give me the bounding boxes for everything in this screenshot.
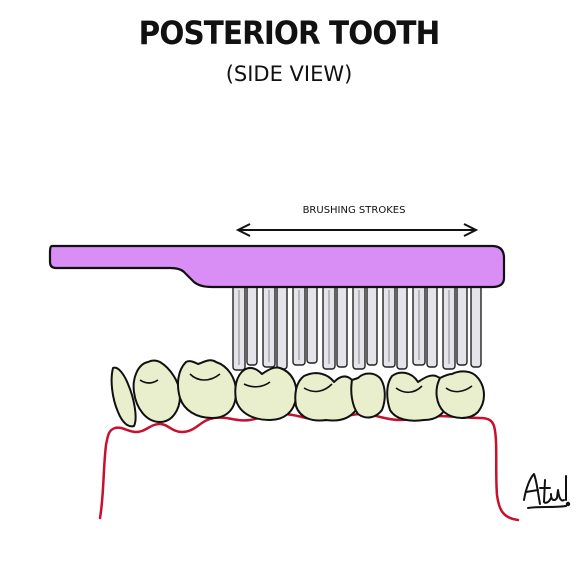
gum-line: [98, 412, 520, 522]
molar-1: [234, 366, 298, 421]
diagram-subtitle: (SIDE VIEW): [225, 62, 353, 86]
teeth-row: [110, 359, 485, 428]
bristle-tufts: [232, 284, 482, 371]
toothbrush-handle: [48, 244, 506, 289]
premolar-front-1: [110, 366, 137, 428]
molar-2: [294, 372, 360, 422]
artist-signature: [523, 473, 571, 509]
brushing-strokes-arrow: [235, 223, 479, 237]
premolar-3: [177, 359, 237, 419]
brushing-strokes-label: BRUSHING STROKES: [302, 205, 406, 216]
premolar-front-2: [132, 359, 181, 423]
molar-3: [350, 372, 386, 419]
molar-5: [435, 370, 485, 419]
diagram-title: POSTERIOR TOOTH: [138, 14, 441, 52]
